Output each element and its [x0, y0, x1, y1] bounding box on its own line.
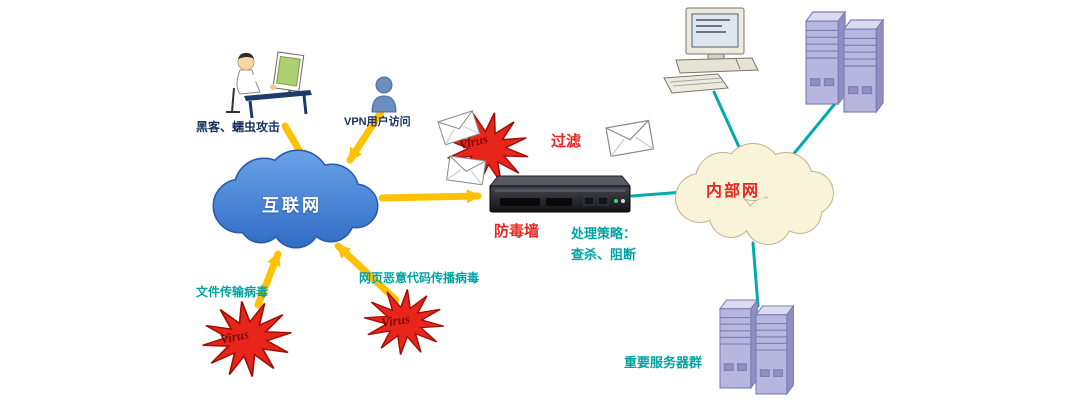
link-intranet-servers — [790, 98, 840, 158]
server-group-icon — [719, 299, 794, 395]
hacker-icon — [226, 51, 312, 119]
envelope-icon — [446, 155, 487, 186]
intranet-cloud-label: 内部网 — [706, 183, 761, 200]
internet-cloud — [212, 149, 379, 249]
attack-arrows — [254, 108, 482, 309]
policy-title-label: 处理策略： — [571, 226, 637, 241]
arrow-vpn-internet — [346, 108, 385, 164]
web-virus-label: 网页恶意代码传播病毒 — [359, 271, 480, 285]
vpn-user-icon — [371, 76, 397, 113]
desktop-computer-icon — [663, 7, 759, 94]
server-rack-icon — [805, 11, 884, 113]
firewall-label: 防毒墙 — [494, 223, 540, 240]
intranet-cloud — [675, 143, 834, 245]
link-firewall-intranet — [630, 190, 686, 198]
firewall-device-icon — [488, 175, 632, 213]
vpn-user-label: VPN用户访问 — [344, 116, 411, 128]
link-intranet-servergroup — [751, 241, 760, 308]
internet-cloud-label: 互联网 — [262, 196, 322, 215]
envelope-filtered-icon — [605, 119, 655, 157]
arrow-internet-firewall — [378, 189, 482, 204]
filter-label: 过滤 — [551, 133, 582, 150]
arrow-filevirus-internet — [254, 250, 282, 309]
hacker-attack-label: 黑客、蠕虫攻击 — [196, 120, 281, 134]
file-virus-label: 文件传输病毒 — [196, 285, 269, 299]
arrow-webvirus-internet — [334, 242, 400, 304]
server-group-label: 重要服务器群 — [624, 355, 703, 370]
policy-actions-label: 查杀、阻断 — [571, 247, 637, 262]
